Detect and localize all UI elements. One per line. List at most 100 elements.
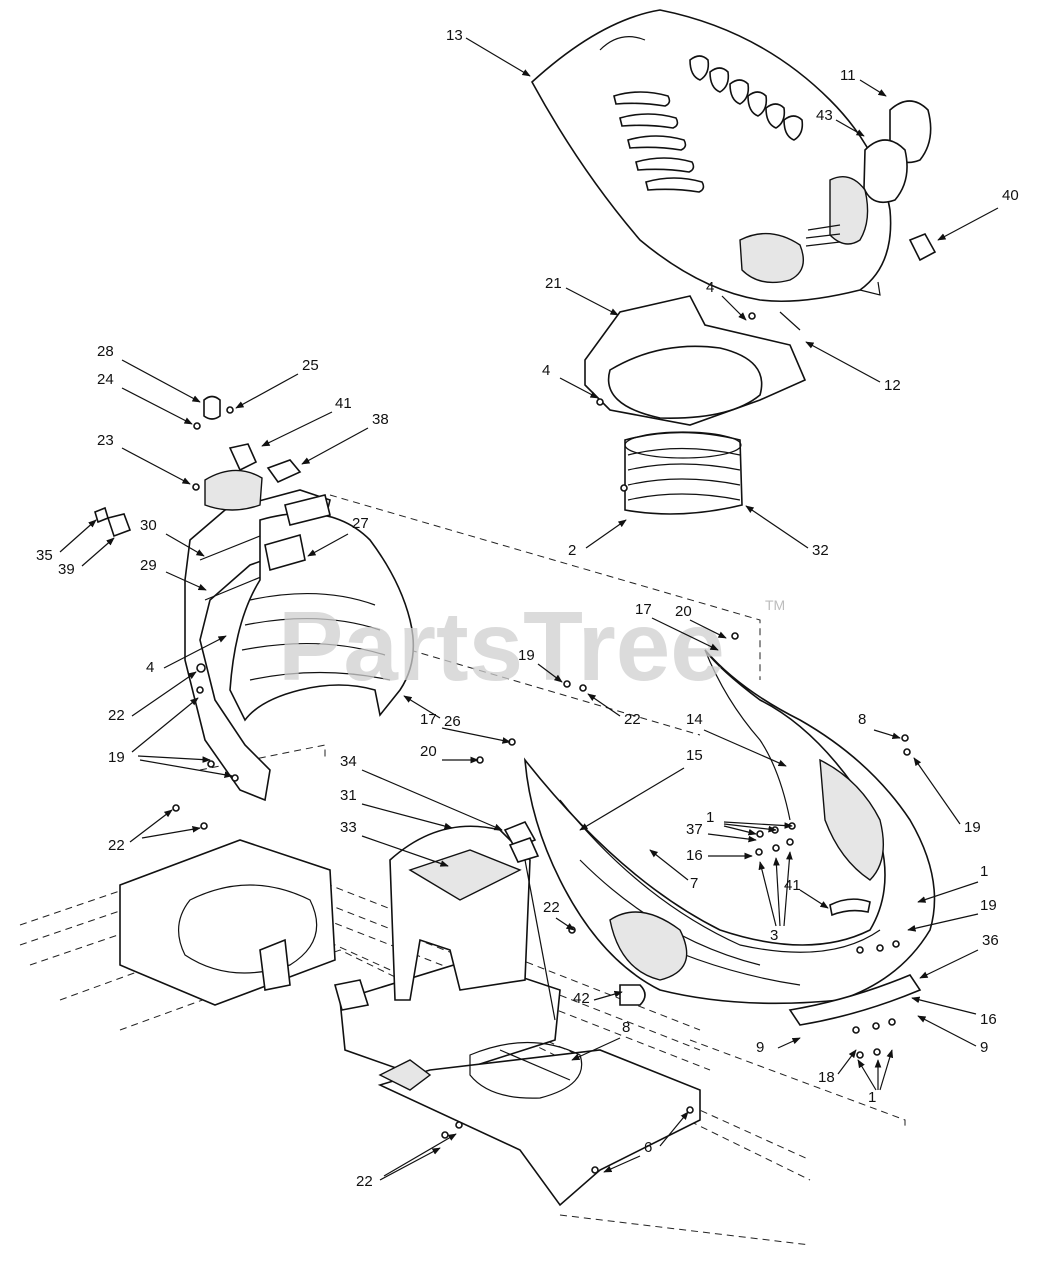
leader-line bbox=[383, 1133, 457, 1177]
callout-number: 38 bbox=[372, 411, 389, 428]
callout-number: 32 bbox=[812, 542, 829, 559]
leader-line bbox=[131, 697, 199, 753]
leader-line bbox=[873, 729, 901, 739]
leader-line bbox=[307, 533, 349, 557]
fender-body bbox=[523, 649, 936, 1026]
leader-line bbox=[571, 1037, 621, 1061]
leader-line bbox=[129, 809, 173, 843]
callout-number: 42 bbox=[573, 990, 590, 1007]
leader-line bbox=[585, 519, 627, 549]
callout-number: 16 bbox=[686, 847, 703, 864]
callout-number: 18 bbox=[818, 1069, 835, 1086]
hood bbox=[530, 9, 892, 303]
steering-console bbox=[184, 469, 415, 802]
leader-line bbox=[649, 849, 689, 881]
leader-line bbox=[555, 917, 575, 931]
callout-number: 23 bbox=[97, 432, 114, 449]
leader-line bbox=[121, 447, 191, 485]
callout-number: 1 bbox=[706, 809, 714, 826]
leader-line bbox=[559, 377, 599, 399]
leader-line bbox=[777, 1037, 801, 1049]
leader-line bbox=[723, 825, 757, 836]
callout-number: 25 bbox=[302, 357, 319, 374]
leader-line bbox=[745, 505, 809, 549]
callout-number: 22 bbox=[543, 899, 560, 916]
callout-number: 12 bbox=[884, 377, 901, 394]
callout-number: 22 bbox=[108, 837, 125, 854]
callout-number: 20 bbox=[675, 603, 692, 620]
callout-number: 8 bbox=[858, 711, 866, 728]
watermark-trademark: TM bbox=[765, 597, 785, 613]
leader-line bbox=[81, 537, 115, 567]
leader-line bbox=[235, 373, 299, 409]
leader-line bbox=[917, 881, 979, 903]
leader-line bbox=[917, 1015, 977, 1047]
callout-number: 22 bbox=[624, 711, 641, 728]
callout-number: 19 bbox=[518, 647, 535, 664]
callout-number: 40 bbox=[1002, 187, 1019, 204]
callout-number: 31 bbox=[340, 787, 357, 804]
callout-leaders bbox=[59, 37, 999, 1181]
leader-line bbox=[919, 949, 979, 979]
leader-line bbox=[835, 119, 865, 137]
callout-number: 1 bbox=[980, 863, 988, 880]
callout-number: 6 bbox=[644, 1139, 652, 1156]
callout-number: 37 bbox=[686, 821, 703, 838]
air-duct-assembly bbox=[584, 295, 807, 515]
leader-line bbox=[913, 757, 961, 825]
leader-line bbox=[59, 519, 97, 553]
callout-number: 22 bbox=[356, 1173, 373, 1190]
callout-number: 4 bbox=[146, 659, 154, 676]
callout-number: 15 bbox=[686, 747, 703, 764]
leader-line bbox=[131, 671, 197, 717]
leader-line bbox=[121, 359, 201, 403]
callout-number: 30 bbox=[140, 517, 157, 534]
leader-line bbox=[579, 767, 685, 831]
leader-line bbox=[879, 1049, 894, 1091]
leader-line bbox=[651, 617, 719, 651]
callout-number: 7 bbox=[690, 875, 698, 892]
callout-number: 1 bbox=[868, 1089, 876, 1106]
leader-line bbox=[837, 1049, 857, 1075]
callout-number: 36 bbox=[982, 932, 999, 949]
callout-number: 26 bbox=[444, 713, 461, 730]
callout-number: 43 bbox=[816, 107, 833, 124]
leader-line bbox=[937, 207, 999, 241]
leader-line bbox=[799, 889, 829, 909]
callout-number: 33 bbox=[340, 819, 357, 836]
leader-line bbox=[361, 835, 449, 867]
leader-line bbox=[907, 913, 979, 932]
callout-number: 20 bbox=[420, 743, 437, 760]
headlight-parts bbox=[863, 100, 937, 262]
leader-line bbox=[773, 857, 781, 927]
leader-line bbox=[441, 727, 511, 744]
leader-line bbox=[911, 996, 977, 1015]
leader-line bbox=[141, 825, 201, 839]
leader-line bbox=[137, 755, 211, 763]
leader-line bbox=[758, 861, 777, 927]
watermark-text: PartsTree bbox=[278, 591, 725, 701]
callout-number: 21 bbox=[545, 275, 562, 292]
callout-number: 39 bbox=[58, 561, 75, 578]
hardware-fasteners bbox=[172, 632, 911, 1174]
callout-number: 13 bbox=[446, 27, 463, 44]
callout-number: 19 bbox=[964, 819, 981, 836]
leader-line bbox=[603, 1155, 641, 1173]
leader-line bbox=[361, 769, 503, 831]
leader-line bbox=[723, 821, 793, 829]
callout-number: 27 bbox=[352, 515, 369, 532]
callout-number: 9 bbox=[756, 1039, 764, 1056]
leader-line bbox=[859, 79, 887, 97]
callout-number: 4 bbox=[542, 362, 550, 379]
callout-number: 17 bbox=[635, 601, 652, 618]
callout-number: 4 bbox=[706, 279, 714, 296]
leader-line bbox=[805, 341, 881, 383]
callout-number: 41 bbox=[784, 877, 801, 894]
leader-line bbox=[163, 635, 227, 669]
leader-line bbox=[703, 729, 787, 767]
callout-number: 11 bbox=[840, 67, 856, 84]
leader-line bbox=[721, 295, 747, 321]
